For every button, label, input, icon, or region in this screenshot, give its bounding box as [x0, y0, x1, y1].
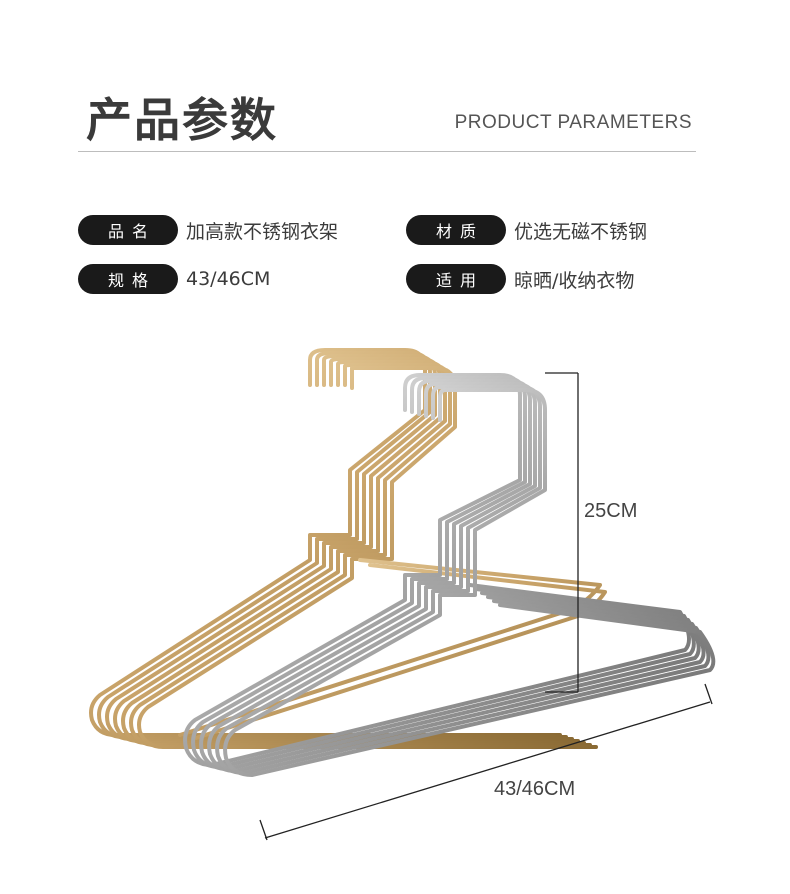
param-material: 材质 优选无磁不锈钢: [406, 215, 647, 245]
param-size-value: 43/46CM: [186, 268, 271, 290]
param-name-value: 加高款不锈钢衣架: [186, 220, 339, 243]
width-dimension-label: 43/46CM: [494, 778, 576, 800]
hanger-illustration: [89, 348, 716, 841]
page-subtitle: PRODUCT PARAMETERS: [454, 112, 692, 133]
param-material-label: 材质: [406, 215, 506, 245]
param-usage-label: 适用: [406, 264, 506, 294]
param-size-label: 规格: [78, 264, 178, 294]
param-usage: 适用 晾晒/收纳衣物: [406, 264, 634, 294]
param-name-label: 品名: [78, 215, 178, 245]
param-usage-value: 晾晒/收纳衣物: [514, 269, 635, 292]
param-material-value: 优选无磁不锈钢: [514, 220, 648, 243]
silver-hanger-stack: [183, 373, 716, 777]
param-size: 规格 43/46CM: [78, 264, 270, 294]
title-divider: [78, 151, 696, 152]
height-dimension-label: 25CM: [584, 500, 638, 522]
dimension-lines: [259, 372, 713, 841]
param-name: 品名 加高款不锈钢衣架: [78, 215, 338, 245]
page-title: 产品参数: [86, 93, 278, 147]
